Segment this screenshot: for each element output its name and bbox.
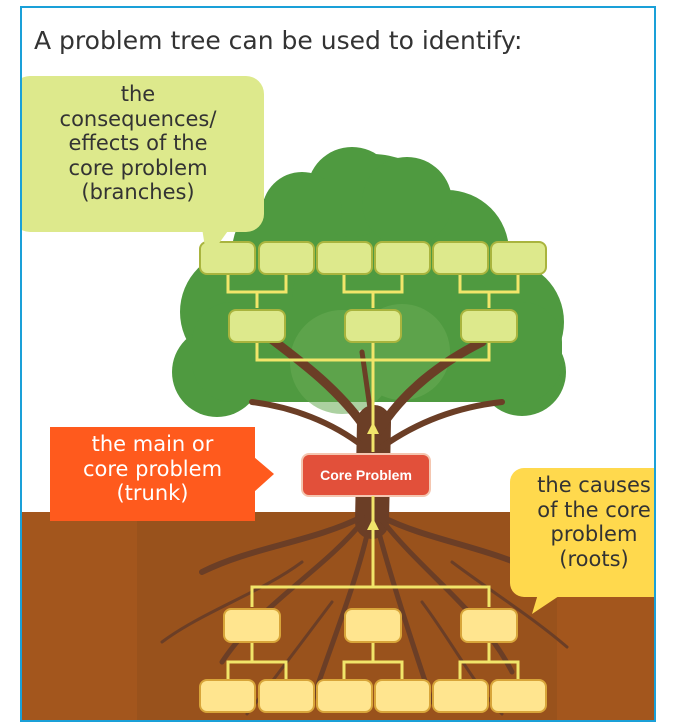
effect-arrow	[367, 422, 379, 434]
diagram-frame: A problem tree can be used to identify:	[20, 6, 656, 722]
effects-line-5: (branches)	[81, 180, 195, 205]
effect-box-8	[344, 309, 402, 343]
effect-box-3	[316, 241, 373, 275]
effects-bubble-pointer	[202, 228, 230, 260]
effects-line-1: the	[120, 82, 156, 106]
main-problem-callout: the main or core problem (trunk)	[50, 427, 255, 521]
cause-box-8	[432, 679, 489, 713]
cause-box-6	[316, 679, 373, 713]
effect-box-4	[374, 241, 431, 275]
effect-boxes	[199, 241, 547, 343]
cause-box-2	[344, 608, 402, 643]
effect-box-5	[432, 241, 489, 275]
effect-box-2	[258, 241, 315, 275]
causes-bubble-pointer	[532, 594, 562, 614]
cause-box-3	[460, 608, 518, 643]
main-line-3: (trunk)	[116, 481, 189, 506]
page-title: A problem tree can be used to identify:	[34, 26, 523, 55]
core-problem-box	[301, 453, 431, 497]
causes-line-1: the causes	[537, 473, 651, 497]
causes-line-2: of the core	[537, 497, 651, 522]
effects-line-3: effects of the	[68, 131, 208, 156]
cause-connectors	[226, 496, 520, 680]
cause-box-1	[223, 608, 281, 643]
effect-box-7	[228, 309, 286, 343]
effects-line-2: consequences/	[59, 106, 217, 131]
core-problem-label: Core Problem	[320, 467, 412, 483]
effect-box-9	[460, 309, 518, 343]
main-line-2: core problem	[82, 456, 223, 481]
main-line-1: the main or	[91, 432, 214, 456]
cause-box-7	[374, 679, 431, 713]
cause-arrow	[367, 518, 379, 530]
causes-callout: the causes of the core problem (roots)	[510, 468, 654, 597]
causes-line-4: (roots)	[559, 546, 629, 571]
effects-callout: the consequences/ effects of the core pr…	[22, 76, 264, 232]
cause-box-4	[199, 679, 256, 713]
effect-box-6	[490, 241, 547, 275]
effects-line-4: core problem	[68, 155, 208, 180]
causes-line-3: problem	[550, 522, 638, 547]
main-bubble-pointer	[254, 457, 274, 492]
cause-boxes	[199, 608, 547, 713]
cause-box-9	[490, 679, 547, 713]
cause-box-5	[258, 679, 315, 713]
effect-connectors	[226, 272, 520, 452]
